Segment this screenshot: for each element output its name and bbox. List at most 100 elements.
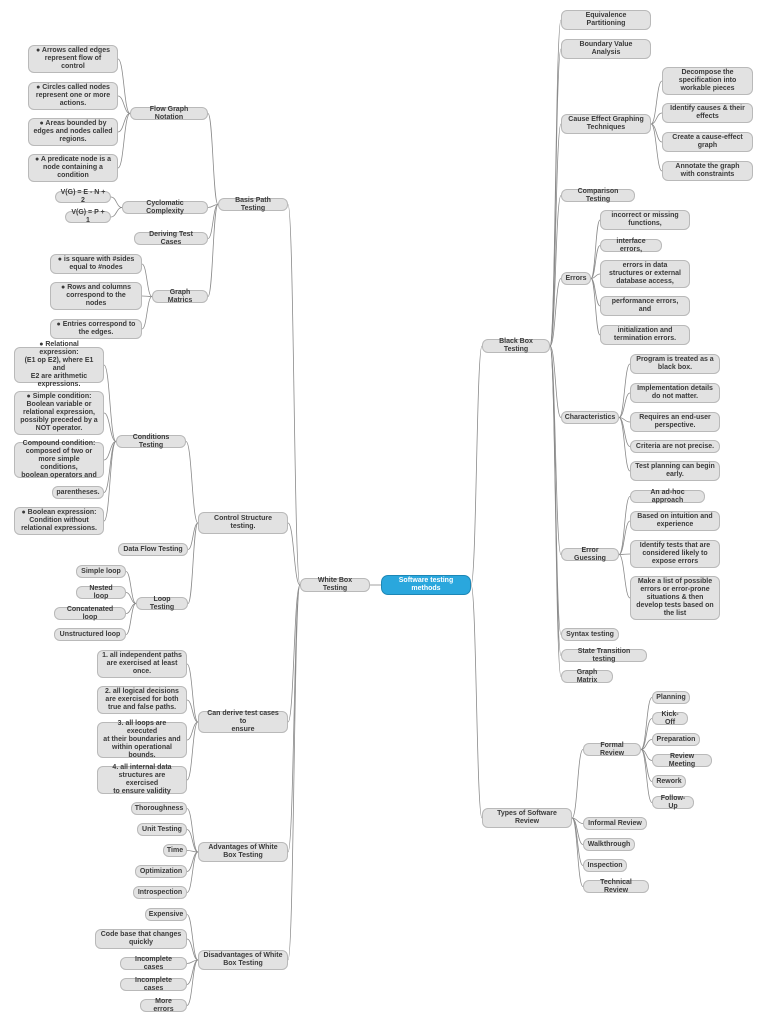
- control-structure-testing: Control Structure testing.: [198, 512, 288, 534]
- disadvantage-item: Code base that changes quickly: [95, 929, 187, 949]
- connector: [103, 441, 117, 522]
- connector: [590, 219, 601, 279]
- connector: [650, 123, 663, 172]
- conditions-testing: Conditions Testing: [116, 434, 186, 449]
- connector: [470, 345, 483, 586]
- connector: [571, 817, 584, 887]
- formal-review-step: Planning: [652, 691, 690, 704]
- derive-item: 4. all internal data structures are exer…: [97, 764, 187, 795]
- flow-graph-notation: Flow Graph Notation: [130, 106, 208, 121]
- connector: [618, 363, 631, 418]
- errors-item: initialization and termination errors.: [600, 325, 690, 345]
- disadvantage-item: Incomplete cases: [120, 956, 187, 971]
- connector: [549, 345, 562, 418]
- loop-item: Simple loop: [76, 565, 126, 578]
- white-box-testing: White Box Testing: [300, 577, 370, 592]
- error-guessing-item: Make a list of possible errors or error-…: [630, 576, 720, 620]
- technical-review: Technical Review: [583, 879, 649, 894]
- connector: [186, 914, 199, 961]
- root-node: Software testing methods: [381, 575, 471, 595]
- formal-review: Formal Review: [583, 742, 641, 757]
- characteristics-item: Program is treated as a black box.: [630, 354, 720, 374]
- loop-testing: Loop Testing: [136, 596, 188, 611]
- connector: [125, 603, 137, 635]
- connector: [186, 850, 199, 853]
- connector: [125, 571, 137, 604]
- cyclomatic-formula: V(G) = P + 1: [65, 209, 111, 224]
- conditions-item: Compound condition: composed of two or m…: [14, 440, 104, 479]
- connector: [287, 204, 301, 586]
- connector: [110, 207, 123, 218]
- connector: [186, 699, 199, 723]
- derive-item: 3. all loops are executed at their bound…: [97, 720, 187, 759]
- advantage-item: Thoroughness: [131, 802, 187, 815]
- advantages-white-box: Advantages of White Box Testing: [198, 842, 288, 862]
- walkthrough: Walkthrough: [583, 838, 635, 851]
- inspection: Inspection: [583, 859, 627, 872]
- connector: [549, 345, 562, 677]
- connector: [103, 412, 117, 442]
- graph-matrics-item: ● Rows and columns correspond to the nod…: [50, 282, 142, 310]
- conditions-item: ● Boolean expression: Condition without …: [14, 507, 104, 535]
- connector: [618, 417, 631, 423]
- connector: [640, 697, 653, 750]
- syntax-testing: Syntax testing: [561, 628, 619, 641]
- errors-item: interface errors,: [600, 238, 662, 253]
- comparison-testing: Comparison Testing: [561, 188, 635, 203]
- data-flow-testing: Data Flow Testing: [118, 543, 188, 556]
- connector: [141, 263, 153, 297]
- boundary-value-analysis: Boundary Value Analysis: [561, 39, 651, 59]
- connector: [117, 58, 131, 114]
- characteristics-item: Criteria are not precise.: [630, 440, 720, 453]
- error-guessing-item: Based on intuition and experience: [630, 511, 720, 531]
- connector: [618, 417, 631, 472]
- cause-effect-item: Identify causes & their effects: [662, 103, 753, 123]
- derive-item: 1. all independent paths are exercised a…: [97, 650, 187, 678]
- cyclomatic-formula: V(G) = E - N + 2: [55, 189, 111, 204]
- flow-graph-item: ● Areas bounded by edges and nodes calle…: [28, 118, 118, 146]
- connector: [590, 278, 601, 336]
- connector: [186, 959, 199, 1006]
- advantage-item: Time: [163, 844, 187, 857]
- graph-matrics-item: ● Entries correspond to the edges.: [50, 319, 142, 339]
- connector: [207, 204, 219, 208]
- connector: [470, 584, 483, 819]
- formal-review-step: Rework: [652, 775, 686, 788]
- connector: [549, 48, 562, 347]
- black-box-testing: Black Box Testing: [482, 338, 550, 353]
- connector: [103, 364, 117, 442]
- loop-item: Concatenated loop: [54, 606, 126, 621]
- graph-matrics: Graph Matrics: [152, 289, 208, 304]
- connector: [141, 296, 153, 330]
- state-transition-testing: State Transition testing: [561, 648, 647, 663]
- connector: [117, 113, 131, 169]
- error-guessing: Error Guessing: [561, 547, 619, 562]
- connector: [187, 522, 199, 604]
- connector: [207, 113, 219, 205]
- graph-matrix: Graph Matrix: [561, 669, 613, 684]
- connector: [186, 938, 199, 961]
- connector: [590, 273, 601, 279]
- formal-review-step: Kick-Off: [652, 711, 688, 726]
- cause-effect-item: Decompose the specification into workabl…: [662, 67, 753, 95]
- connector: [590, 245, 601, 279]
- error-guessing-item: An ad-hoc approach: [630, 489, 705, 504]
- connector: [571, 749, 584, 819]
- characteristics-item: Requires an end-user perspective.: [630, 412, 720, 432]
- disadvantages-white-box: Disadvantages of White Box Testing: [198, 950, 288, 970]
- connector: [618, 554, 631, 599]
- deriving-test-cases: Deriving Test Cases: [134, 231, 208, 246]
- loop-item: Unstructured loop: [54, 628, 126, 641]
- connector: [640, 718, 653, 750]
- connector: [125, 592, 137, 604]
- formal-review-step: Follow-Up: [652, 795, 694, 810]
- connector: [618, 520, 631, 555]
- connector: [618, 392, 631, 418]
- cause-effect-graphing: Cause Effect Graphing Techniques: [561, 114, 651, 134]
- conditions-item: ● Simple condition: Boolean variable or …: [14, 391, 104, 435]
- advantage-item: Unit Testing: [137, 823, 187, 836]
- characteristics: Characteristics: [561, 411, 619, 424]
- connector: [287, 584, 301, 723]
- conditions-item: parentheses.: [52, 486, 104, 499]
